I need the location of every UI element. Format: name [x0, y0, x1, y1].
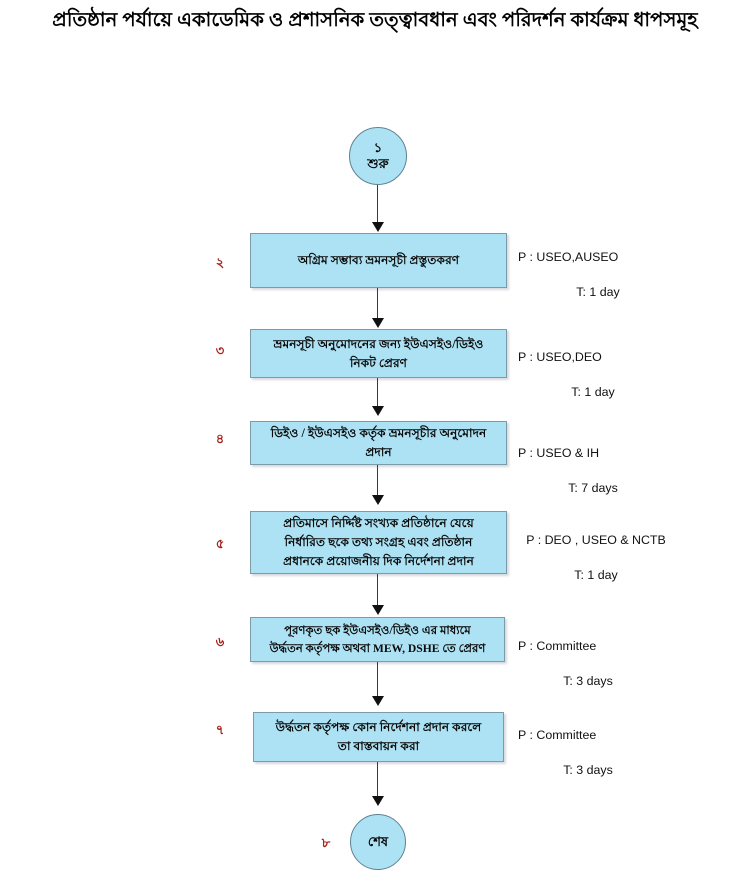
step-number-8: ৮ — [321, 835, 331, 850]
step-side-label-7: P : Committee T: 3 days — [518, 709, 658, 797]
step-number-4: ৪ — [215, 431, 225, 446]
step-box-7-line-1: উর্দ্ধতন কর্তৃপক্ষ কোন নির্দেশনা প্রদান … — [275, 720, 482, 735]
step-side-label-5: P : DEO , USEO & NCTB T: 1 day — [516, 514, 676, 602]
step-7-time: T: 3 days — [563, 762, 613, 777]
connector-2-3 — [377, 288, 378, 326]
step-number-3: ৩ — [215, 343, 225, 358]
step-box-4-line-1: ডিইও / ইউএসইও কর্তৃক ভ্রমনসূচীর অনুমোদন — [270, 426, 487, 441]
arrowhead-6-7 — [372, 696, 384, 706]
step-4-time: T: 7 days — [568, 480, 618, 495]
step-box-6-line-2: উর্দ্ধতন কর্তৃপক্ষ অথবা MEW, DSHE তে প্র… — [269, 641, 486, 655]
arrowhead-3-4 — [372, 406, 384, 416]
step-box-5-line-1: প্রতিমাসে নির্দ্দিষ্ট সংখ্যক প্রতিষ্ঠানে… — [283, 516, 474, 531]
step-5-time: T: 1 day — [574, 567, 618, 582]
step-2-time: T: 1 day — [576, 284, 620, 299]
step-number-2: ২ — [215, 255, 225, 270]
connector-3-4 — [377, 378, 378, 413]
arrowhead-7-8 — [372, 796, 384, 806]
step-2-person: P : USEO,AUSEO — [518, 249, 619, 264]
step-box-5-line-3: প্রধানকে প্রয়োজনীয় দিক নির্দেশনা প্রদা… — [283, 553, 474, 568]
step-box-5-line-2: নির্ধারিত ছকে তথ্য সংগ্রহ এবং প্রতিষ্ঠান — [284, 535, 473, 550]
connector-6-7 — [377, 662, 378, 704]
arrowhead-4-5 — [372, 495, 384, 505]
step-number-7: ৭ — [215, 722, 225, 737]
step-box-3: ভ্রমনসূচী অনুমোদনের জন্য ইউএসইও/ডিইও নিক… — [250, 329, 507, 378]
step-side-label-3: P : USEO,DEO T: 1 day — [518, 331, 668, 419]
step-side-label-4: P : USEO & IH T: 7 days — [518, 427, 668, 515]
start-node-label: শুরু — [367, 156, 389, 171]
step-side-label-2: P : USEO,AUSEO T: 1 day — [518, 231, 678, 319]
step-box-4-line-2: প্রদান — [365, 445, 392, 459]
step-number-5: ৫ — [215, 536, 225, 551]
connector-4-5 — [377, 465, 378, 502]
step-4-person: P : USEO & IH — [518, 445, 600, 460]
step-number-6: ৬ — [215, 634, 225, 649]
connector-1-2 — [377, 185, 378, 228]
arrowhead-2-3 — [372, 318, 384, 328]
step-7-person: P : Committee — [518, 727, 597, 742]
step-box-2: অগ্রিম সম্ভাব্য ভ্রমনসূচী প্রস্তুতকরণ — [250, 233, 507, 288]
step-3-time: T: 1 day — [571, 384, 615, 399]
start-node-number: ১ — [373, 139, 383, 155]
end-node-label: শেষ — [367, 833, 389, 849]
step-5-person: P : DEO , USEO & NCTB — [526, 532, 666, 547]
step-3-person: P : USEO,DEO — [518, 349, 602, 364]
step-box-4: ডিইও / ইউএসইও কর্তৃক ভ্রমনসূচীর অনুমোদন … — [250, 421, 507, 465]
arrowhead-5-6 — [372, 605, 384, 615]
step-box-6: পূরণকৃত ছক ইউএসইও/ডিইও এর মাধ্যমে উর্দ্ধ… — [250, 617, 505, 662]
step-box-7: উর্দ্ধতন কর্তৃপক্ষ কোন নির্দেশনা প্রদান … — [253, 712, 504, 762]
step-6-person: P : Committee — [518, 638, 597, 653]
step-box-3-line-1: ভ্রমনসূচী অনুমোদনের জন্য ইউএসইও/ডিইও — [273, 336, 484, 351]
step-box-2-line-1: অগ্রিম সম্ভাব্য ভ্রমনসূচী প্রস্তুতকরণ — [297, 253, 460, 268]
arrowhead-1-2 — [372, 222, 384, 232]
connector-5-6 — [377, 574, 378, 612]
connector-7-8 — [377, 762, 378, 804]
end-node: শেষ — [350, 814, 406, 870]
start-node: ১ শুরু — [349, 127, 407, 185]
step-box-5: প্রতিমাসে নির্দ্দিষ্ট সংখ্যক প্রতিষ্ঠানে… — [250, 511, 507, 574]
step-box-6-line-1: পূরণকৃত ছক ইউএসইও/ডিইও এর মাধ্যমে — [284, 623, 471, 637]
step-side-label-6: P : Committee T: 3 days — [518, 620, 658, 708]
step-box-7-line-2: তা বাস্তবায়ন করা — [337, 739, 420, 753]
step-6-time: T: 3 days — [563, 673, 613, 688]
page-title: প্রতিষ্ঠান পর্যায়ে একাডেমিক ও প্রশাসনিক… — [52, 10, 698, 31]
step-box-3-line-2: নিকট প্রেরণ — [349, 355, 408, 370]
